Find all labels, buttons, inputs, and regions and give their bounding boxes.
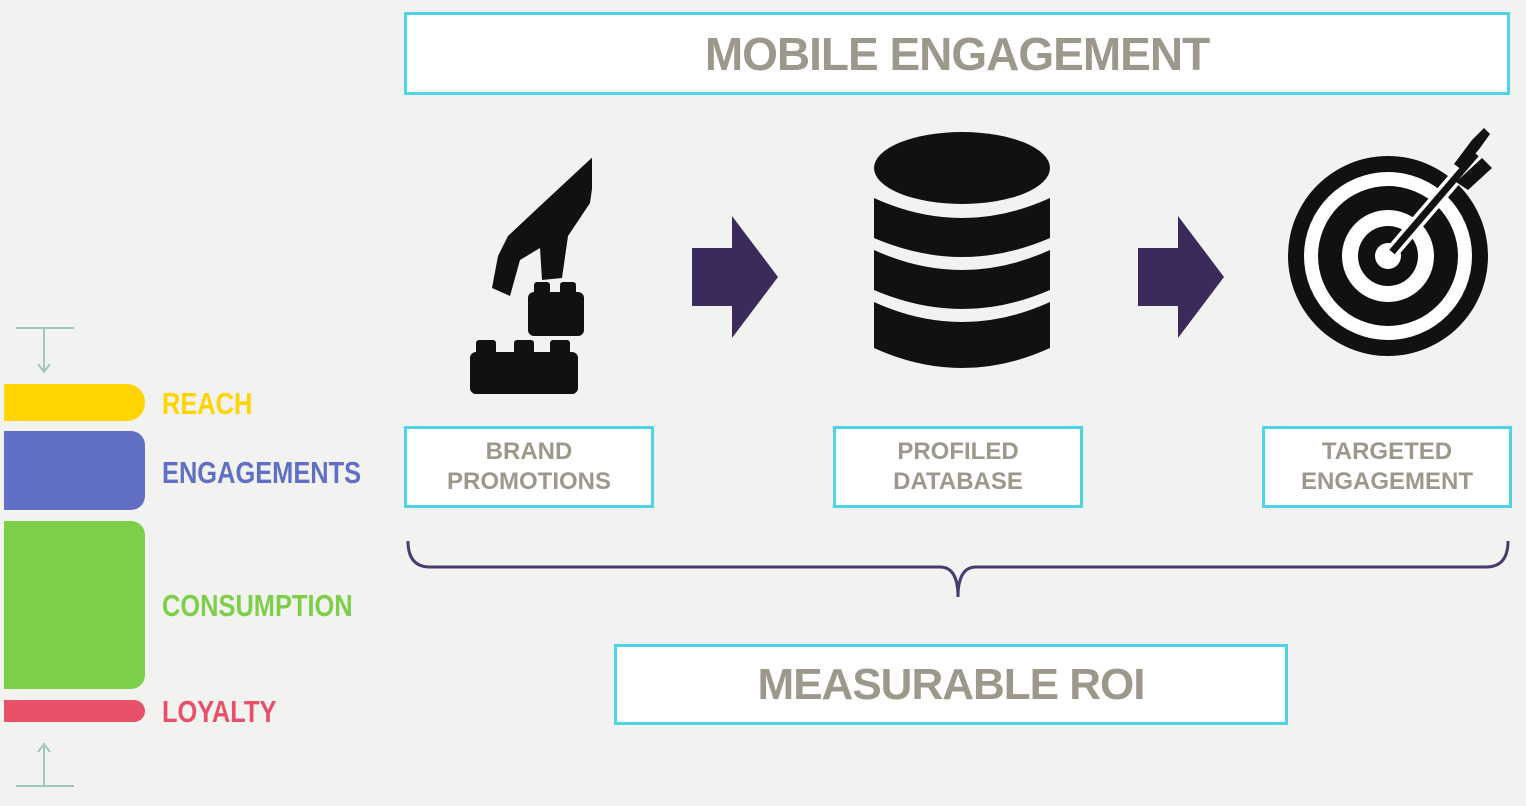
engagements-label: ENGAGEMENTS xyxy=(162,455,362,490)
database-icon xyxy=(874,132,1050,368)
consumption-label: CONSUMPTION xyxy=(162,588,353,623)
loyalty-bar xyxy=(4,700,145,722)
range-marker-bottom-icon xyxy=(16,742,74,787)
consumption-bar xyxy=(4,521,145,689)
measurable-roi-box: MEASURABLE ROI xyxy=(614,644,1288,725)
engagements-bar xyxy=(4,431,145,510)
flow-arrow-1-icon xyxy=(692,216,778,338)
loyalty-label: LOYALTY xyxy=(162,694,277,729)
step-label-brand-promotions: BRAND PROMOTIONS xyxy=(404,426,654,508)
mobile-engagement-title: MOBILE ENGAGEMENT xyxy=(404,12,1510,95)
reach-bar xyxy=(4,384,145,421)
hand-building-blocks-icon xyxy=(470,157,592,394)
grouping-brace xyxy=(406,540,1510,598)
target-icon xyxy=(1288,128,1492,356)
flow-arrow-2-icon xyxy=(1138,216,1224,338)
step-label-targeted-engagement: TARGETED ENGAGEMENT xyxy=(1262,426,1512,508)
step-label-profiled-database: PROFILED DATABASE xyxy=(833,426,1083,508)
range-marker-top-icon xyxy=(16,327,74,374)
reach-label: REACH xyxy=(162,386,253,421)
